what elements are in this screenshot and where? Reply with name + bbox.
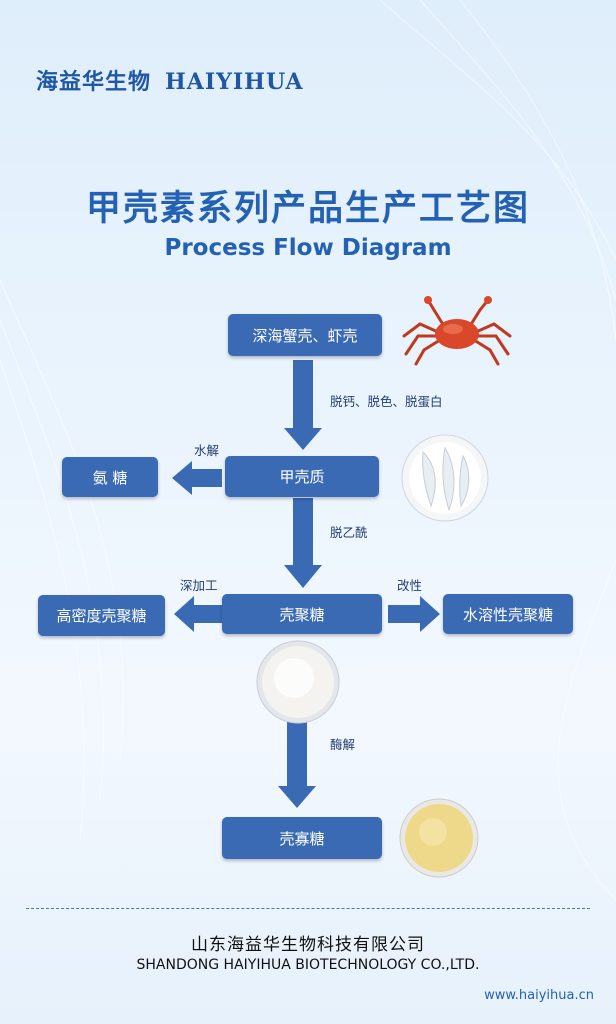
footer-divider: [26, 908, 590, 909]
node-chitin: 甲壳质: [225, 456, 379, 497]
arrow-chitosan-to-oligo: [278, 722, 316, 808]
flakes-image: [401, 434, 489, 522]
crab-icon: [402, 296, 512, 366]
arrow-chitin-to-glucosamine: [172, 461, 222, 495]
website-link[interactable]: www.haiyihua.cn: [484, 988, 594, 1003]
label-chitosan-to-high-density: 深加工: [180, 578, 218, 593]
node-water-soluble-chitosan: 水溶性壳聚糖: [443, 594, 573, 634]
company-name-en: SHANDONG HAIYIHUA BIOTECHNOLOGY CO.,LTD.: [136, 957, 480, 973]
page-subtitle: Process Flow Diagram: [164, 235, 452, 261]
arrow-chitosan-to-high-density: [174, 596, 222, 632]
node-high-density-chitosan: 高密度壳聚糖: [38, 595, 165, 636]
arrow-raw-to-chitin: [284, 360, 322, 450]
arrow-chitosan-to-water-soluble: [388, 596, 440, 632]
node-glucosamine: 氨 糖: [62, 457, 158, 497]
label-chitosan-to-water-soluble: 改性: [397, 578, 423, 593]
node-oligosaccharide: 壳寡糖: [222, 817, 382, 859]
label-chitin-to-chitosan: 脱乙酰: [330, 525, 368, 540]
node-chitosan: 壳聚糖: [222, 594, 382, 634]
white-powder-image: [256, 640, 340, 724]
brand-cn: 海益华生物: [36, 69, 152, 95]
company-name-cn: 山东海益华生物科技有限公司: [191, 935, 425, 955]
node-raw-shells: 深海蟹壳、虾壳: [228, 314, 382, 356]
label-chitin-to-glucosamine: 水解: [194, 443, 220, 458]
brand-logo-text: 海益华生物 HAIYIHUA: [36, 64, 304, 96]
page-title: 甲壳素系列产品生产工艺图: [85, 189, 530, 229]
label-raw-to-chitin: 脱钙、脱色、脱蛋白: [330, 394, 443, 409]
brand-en: HAIYIHUA: [165, 69, 304, 95]
arrow-chitin-to-chitosan: [284, 498, 322, 588]
label-chitosan-to-oligo: 酶解: [330, 737, 356, 752]
yellow-powder-image: [399, 798, 479, 878]
